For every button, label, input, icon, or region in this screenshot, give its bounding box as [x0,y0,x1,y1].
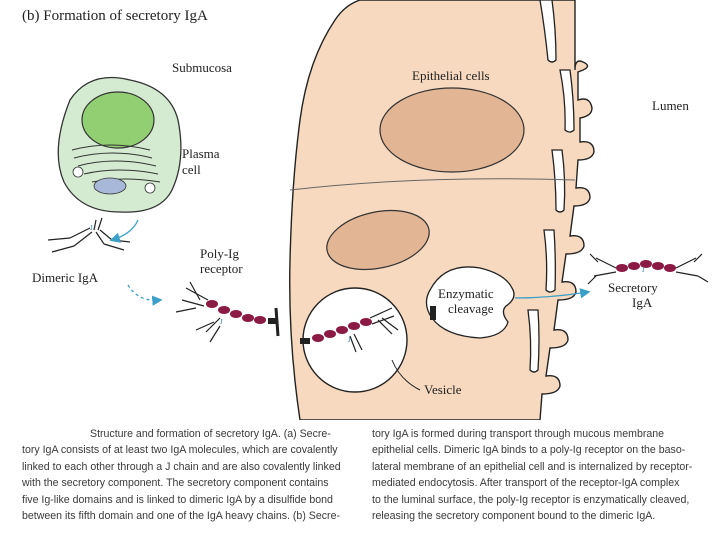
label-secretory: Secretory [608,280,658,295]
arrow-release [514,288,591,299]
svg-text:J: J [220,318,223,326]
j-chain-label: J [90,224,93,232]
caption-line: to the luminal surface, the poly-Ig rece… [372,493,690,506]
caption-line: tory IgA is formed during transport thro… [372,428,665,440]
secretory-iga-product: J [587,253,709,285]
vesicle-pointer-line [391,359,421,391]
label-plasma: Plasma [182,146,220,161]
luminal-brush-border [527,0,575,373]
caption-line: releasing the secretory component bound … [372,510,656,523]
plasma-cell [57,76,182,213]
epithelial-nucleus-lower [326,209,430,271]
caption-line: epithelial cells. Dimeric IgA binds to a… [372,444,686,457]
basolateral-membrane-anchor [274,307,280,337]
label-iga: IgA [632,295,653,310]
dimeric-iga [47,217,131,253]
plasma-cell-nucleus [81,91,155,149]
caption-left-column: Structure and formation of secretory IgA… [22,426,354,524]
caption-line: Structure and formation of secretory IgA… [90,428,331,440]
label-lumen: Lumen [652,98,689,113]
epithelial-nucleus-upper [379,87,525,173]
basolateral-receptor-complex: J [175,281,276,343]
figure-title: (b) Formation of secretory IgA [22,8,208,24]
label-vesicle: Vesicle [424,382,462,397]
label-submucosa: Submucosa [172,60,232,75]
label-enzymatic: Enzymatic [438,286,494,301]
secretory-iga-figure: (b) Formation of secretory IgA J [22,0,709,420]
label-cell: cell [182,162,201,177]
arrow-iga-to-receptor [127,284,163,306]
label-poly-ig: Poly-Ig [200,246,240,261]
svg-text:J: J [348,336,351,344]
caption-right-column: tory IgA is formed during transport thro… [372,426,708,524]
caption-line: linked to each other through a J chain a… [22,460,341,473]
vesicle-receptor-iga-complex: J [300,307,399,353]
cell-boundary [289,178,576,191]
caption-line: tory IgA consists of at least two IgA mo… [22,444,338,457]
svg-text:J: J [642,266,645,274]
label-epithelial-cells: Epithelial cells [412,68,490,83]
label-receptor: receptor [200,261,243,276]
cleaved-receptor-stub [430,306,436,320]
caption-line: between its fifth domain and one of the … [22,510,340,523]
cleavage-pocket [425,266,515,339]
caption-line: lateral membrane of an epithelial cell a… [372,460,693,473]
label-cleavage: cleavage [448,301,494,316]
caption-line: mediated endocytosis. After transport of… [372,477,680,490]
arrow-plasma-to-iga [109,219,139,243]
caption-line: with the secretory component. The secret… [22,477,329,490]
caption-line: five Ig-like domains and is linked to di… [22,493,333,506]
label-dimeric-iga: Dimeric IgA [32,270,99,285]
